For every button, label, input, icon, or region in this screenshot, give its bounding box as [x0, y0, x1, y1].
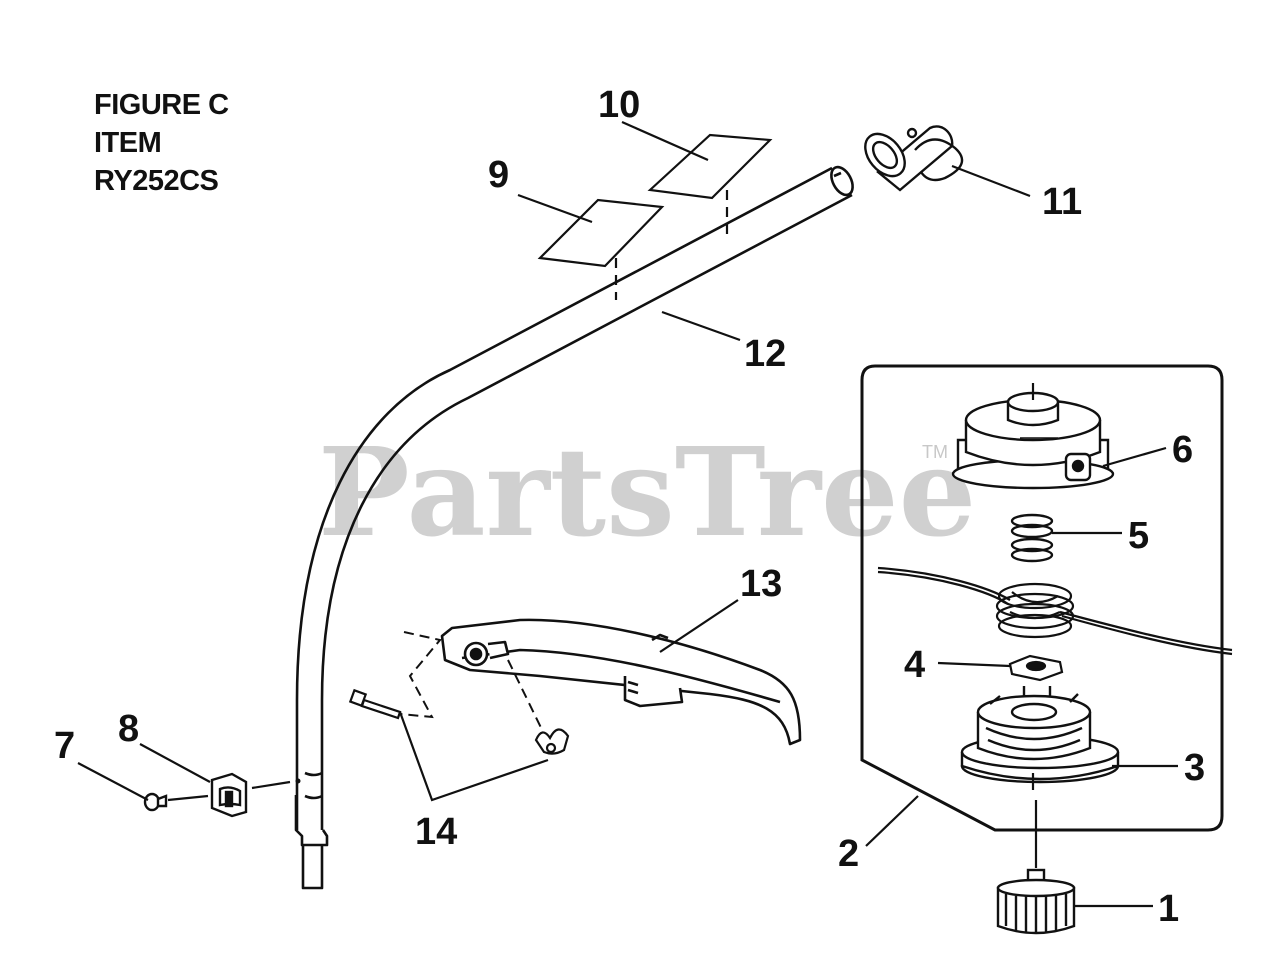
callout-9: 9 [488, 154, 509, 196]
callout-10: 10 [598, 84, 640, 126]
spring-part [1010, 513, 1054, 563]
callout-leaders [77, 120, 1178, 908]
callout-6: 6 [1172, 429, 1193, 471]
callout-11: 11 [1042, 181, 1082, 223]
shaft-part [294, 165, 854, 890]
eyelet-part [1008, 654, 1064, 682]
watermark-text: PartsTree [318, 420, 976, 564]
callout-numbers: 1 2 3 4 5 6 7 8 9 10 11 12 13 14 [54, 84, 1205, 930]
screw-part [143, 792, 168, 812]
bolt-part [348, 688, 402, 720]
hanger-part [864, 125, 964, 192]
callout-8: 8 [118, 708, 139, 750]
trimmer-line-part [877, 566, 1233, 656]
wing-nut-part [534, 728, 570, 755]
screw-leader [167, 794, 209, 802]
label-10-part [647, 133, 773, 200]
guard-alignment-lines [399, 631, 442, 719]
housing-part [951, 391, 1115, 490]
watermark-trademark: TM [922, 442, 948, 462]
spool-part [960, 686, 1120, 784]
guard-part [440, 618, 802, 746]
callout-3: 3 [1184, 747, 1205, 789]
callout-12: 12 [744, 333, 786, 375]
callout-1: 1 [1158, 888, 1179, 930]
callout-2: 2 [838, 833, 859, 875]
callout-13: 13 [740, 563, 782, 605]
clip-part [210, 772, 248, 818]
callout-4: 4 [904, 644, 925, 686]
bump-knob-part [996, 868, 1076, 935]
callout-14: 14 [415, 811, 457, 853]
label-9-part [537, 198, 665, 268]
clip-leader [251, 780, 291, 790]
figure-caption: FIGURE C ITEM RY252CS [94, 86, 229, 200]
axis-line-bottom [1031, 773, 1038, 868]
callout-5: 5 [1128, 515, 1149, 557]
figure-caption-line2: ITEM [94, 127, 162, 159]
figure-caption-line3: RY252CS [94, 165, 219, 197]
trimmer-head-enclosure [860, 364, 1224, 832]
shaft-labels [537, 133, 773, 300]
callout-7: 7 [54, 725, 75, 767]
figure-caption-line1: FIGURE C [94, 89, 229, 121]
